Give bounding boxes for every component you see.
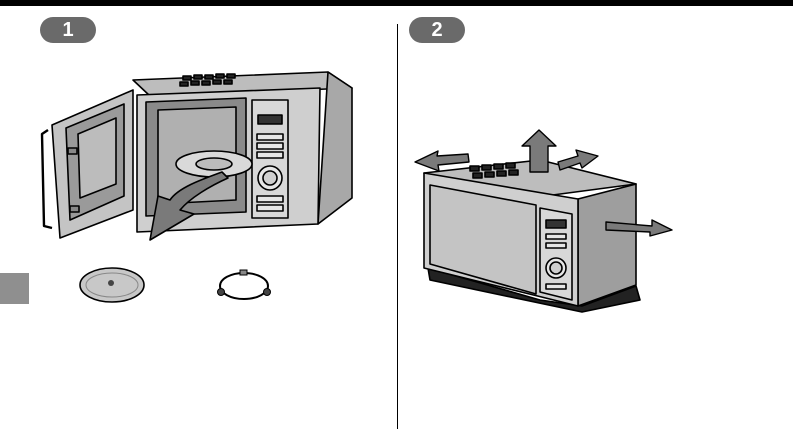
clearance-arrow (0, 0, 793, 429)
